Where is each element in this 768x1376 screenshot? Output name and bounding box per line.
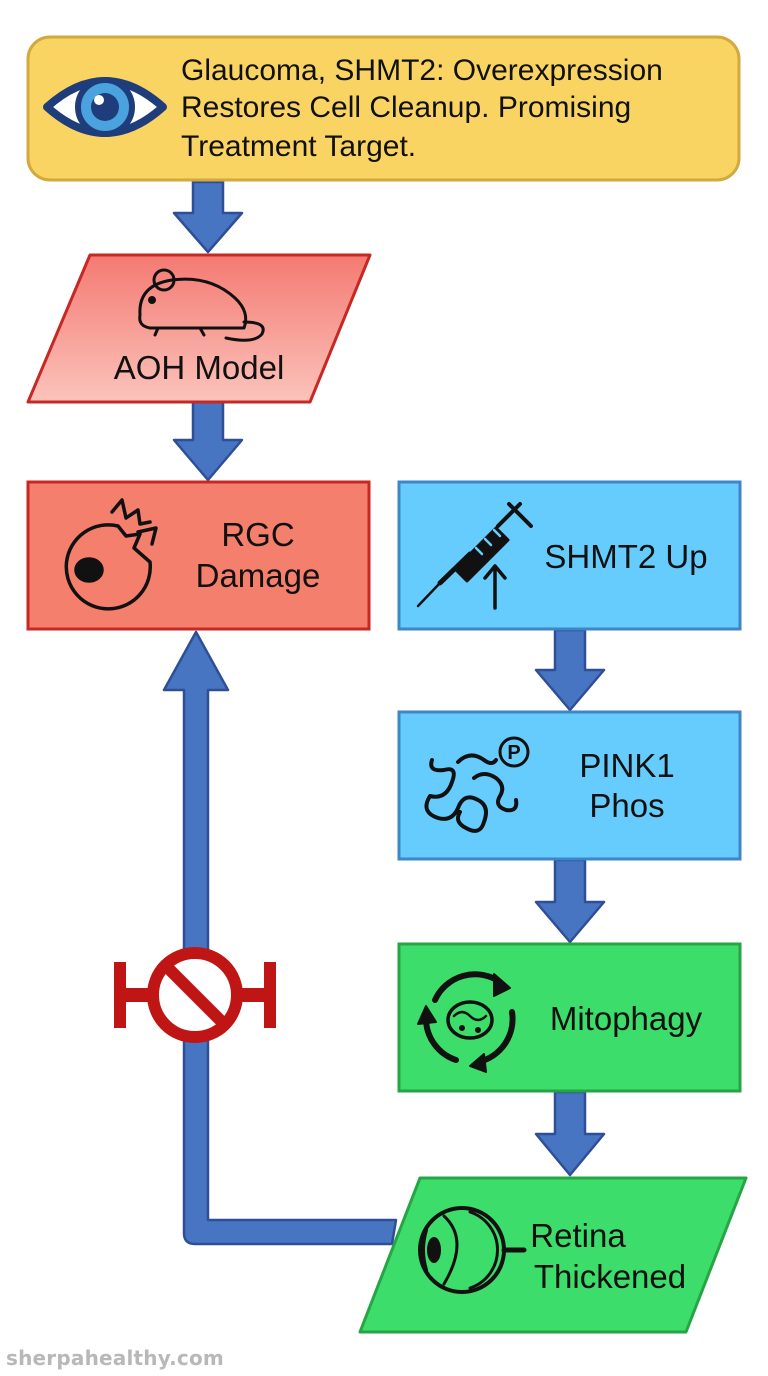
title-box: Glaucoma, SHMT2: Overexpression Restores… [26, 35, 741, 182]
rgc-damage-label-1: RGC [221, 516, 294, 553]
pink1-phos-label-1: PINK1 [579, 747, 674, 784]
title-line-1: Glaucoma, SHMT2: Overexpression [181, 54, 663, 87]
arrow-mitophagy-to-retina [534, 1090, 606, 1177]
recycling-mitochondrion-icon [417, 971, 516, 1073]
arrow-shmt2-to-pink1 [534, 628, 606, 712]
retina-thickened-label-1: Retina [530, 1217, 626, 1254]
node-pink1-phos: P PINK1 Phos [397, 710, 742, 861]
syringe-up-arrow-icon [416, 502, 533, 610]
mouse-icon [138, 268, 265, 342]
footer-watermark: sherpahealthy.com [6, 1346, 224, 1370]
arrow-title-to-aoh [172, 180, 244, 254]
mitophagy-label: Mitophagy [550, 1000, 703, 1037]
title-line-2: Restores Cell Cleanup. Promising [181, 91, 631, 124]
node-shmt2-up: SHMT2 Up [397, 480, 742, 631]
aoh-model-label: AOH Model [114, 349, 285, 386]
shmt2-up-label: SHMT2 Up [544, 538, 707, 575]
phosphorylated-protein-icon [424, 736, 530, 833]
inhibition-symbol-icon [114, 947, 276, 1043]
eye-cross-section-icon [418, 1206, 527, 1294]
node-aoh-model: AOH Model [26, 253, 372, 404]
pink1-phos-label-2: Phos [589, 787, 664, 824]
rgc-damage-label-2: Damage [196, 557, 321, 594]
node-retina-thickened: Retina Thickened [358, 1176, 748, 1334]
node-rgc-damage: RGC Damage [26, 480, 371, 631]
node-mitophagy: Mitophagy [397, 942, 742, 1093]
title-line-3: Treatment Target. [181, 130, 416, 163]
arrow-pink1-to-mitophagy [534, 858, 606, 944]
arrow-retina-to-rgc-feedback [162, 630, 398, 1246]
eye-icon [43, 77, 167, 137]
phospho-p-glyph: P [507, 742, 520, 764]
broken-cell-icon [64, 498, 158, 611]
arrow-aoh-to-rgc [172, 400, 244, 482]
retina-thickened-label-2: Thickened [534, 1258, 686, 1295]
